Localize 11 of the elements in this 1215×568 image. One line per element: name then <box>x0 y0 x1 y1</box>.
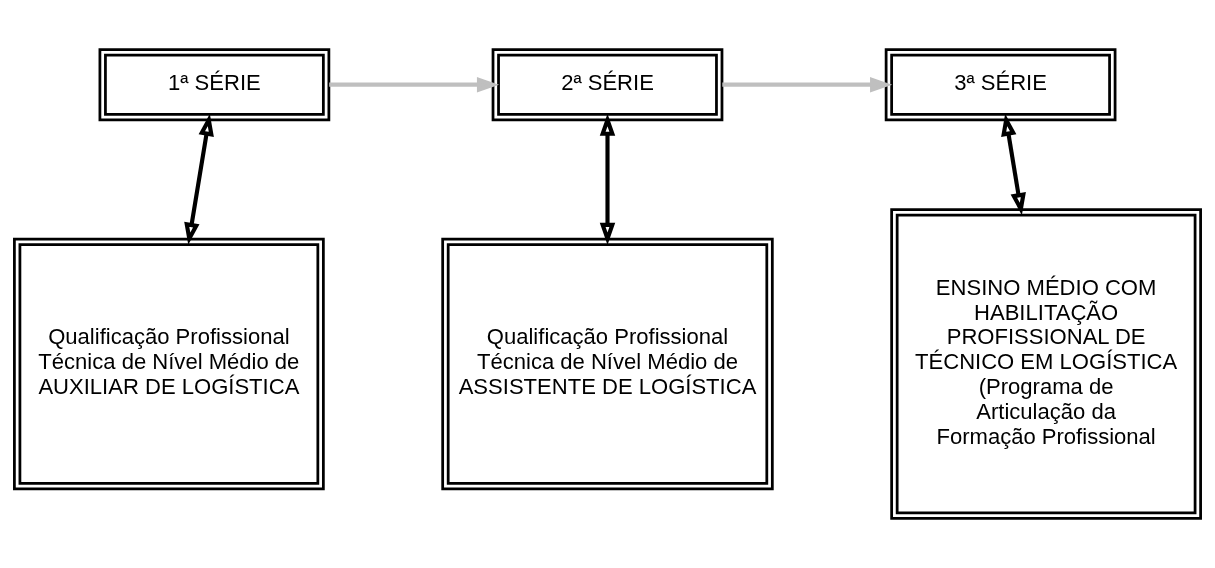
arrow <box>1001 113 1026 216</box>
node-box: Qualificação Profissional Técnica de Nível Médio de AUXILIAR DE LOGÍSTICA <box>13 237 325 491</box>
node-box: Qualificação Profissional Técnica de Nível Médio de ASSISTENTE DE LOGÍSTICA <box>441 237 774 491</box>
node-box: 3ª SÉRIE <box>884 48 1117 122</box>
node-box: 1ª SÉRIE <box>98 48 331 122</box>
node-box: 2ª SÉRIE <box>491 48 724 122</box>
node-box: ENSINO MÉDIO COM HABILITAÇÃO PROFISSIONAL DE TÉCNICO EM LOGÍSTICA (Programa de Articulação da Formação Profissional <box>890 208 1202 520</box>
arrow <box>184 113 214 245</box>
arrow <box>599 113 616 245</box>
arrow <box>722 76 893 93</box>
arrow <box>329 76 500 93</box>
